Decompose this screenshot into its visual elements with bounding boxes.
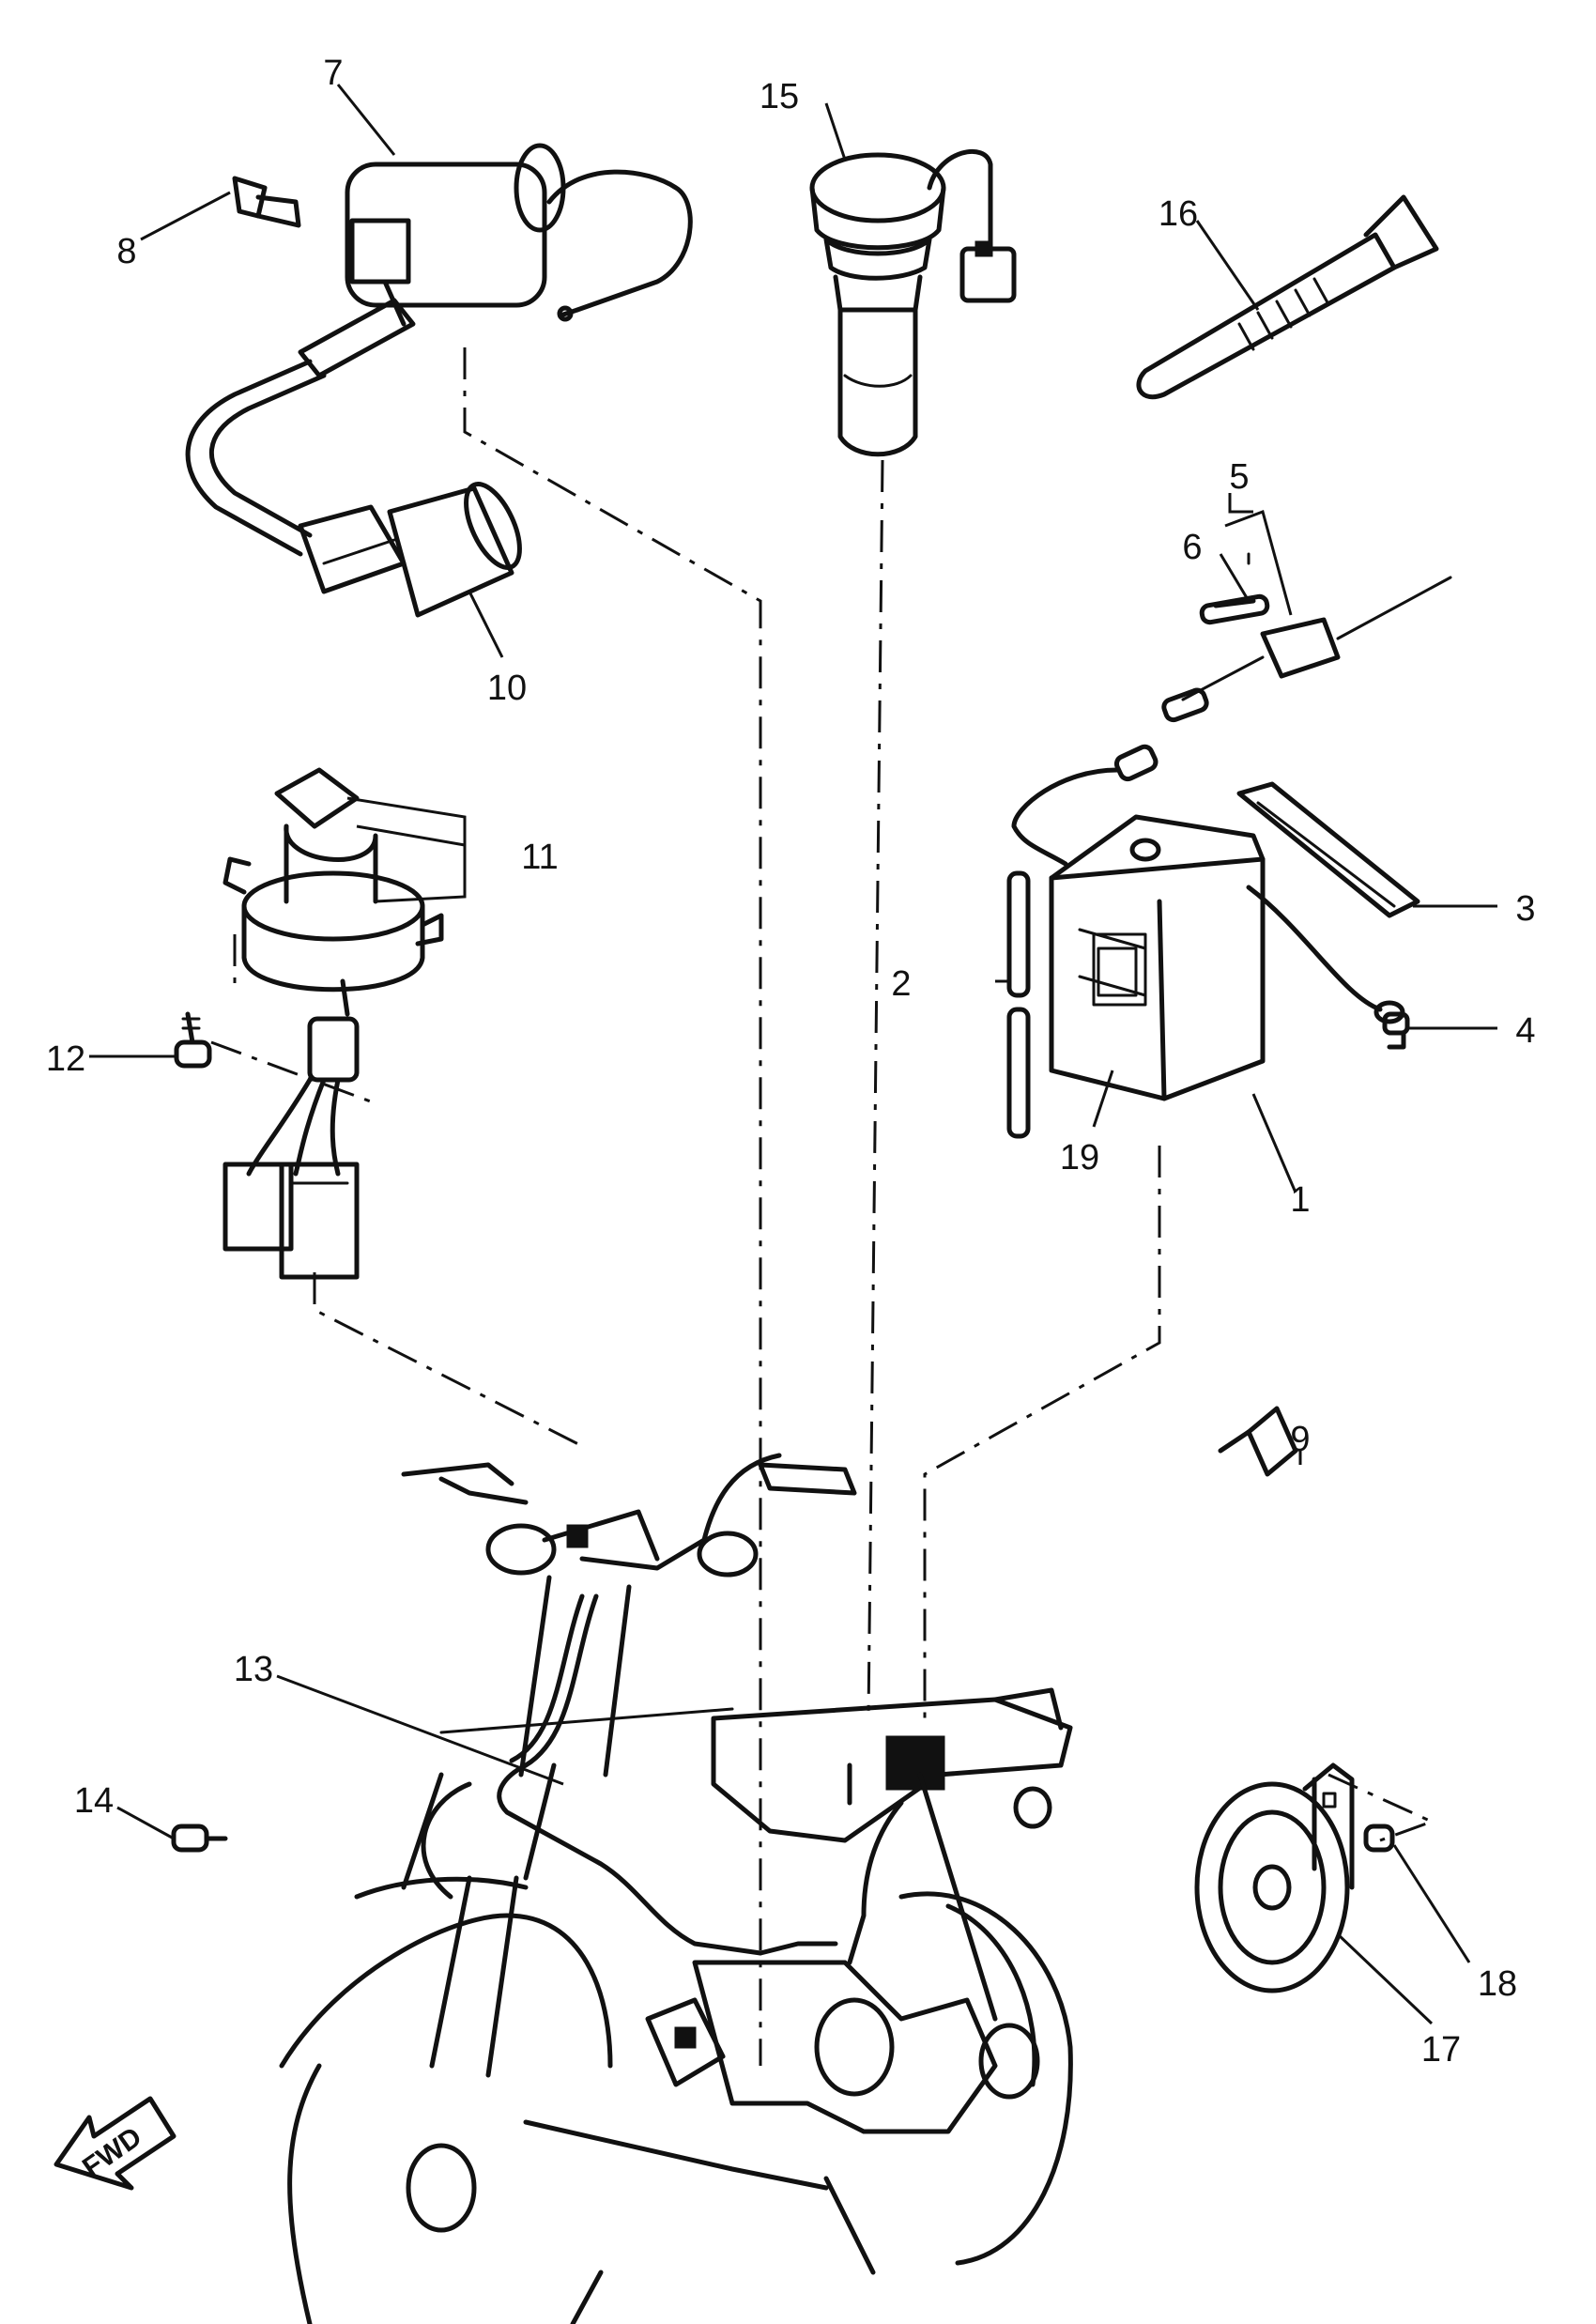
callout-5: 5 [1229,457,1249,497]
callout-11: 11 [521,838,558,877]
callout-4: 4 [1515,1011,1535,1051]
spark-plug-cap[interactable] [298,476,530,618]
motorcycle-frame [279,1453,1073,2324]
battery-band[interactable] [1236,781,1420,918]
wire-harness[interactable] [439,1593,904,1965]
battery[interactable] [1011,744,1405,1101]
callout-numbers: 7 8 15 16 5 6 10 11 12 3 2 4 19 1 9 13 1… [46,54,1536,2070]
flasher-relay[interactable] [1218,1406,1298,1477]
battery-label [1097,947,1138,997]
rubber-cover[interactable] [809,148,1017,457]
coil-bolt[interactable] [232,176,301,228]
callout-2: 2 [891,964,911,1004]
main-switch-screw[interactable] [174,1011,212,1069]
callout-12: 12 [46,1039,85,1079]
callout-10: 10 [487,669,527,708]
callout-7: 7 [323,54,343,93]
horn-screw[interactable] [1363,1824,1395,1853]
callout-1: 1 [1290,1180,1310,1220]
battery-pads[interactable] [1006,870,1031,1139]
callout-17: 17 [1421,2030,1461,2070]
fwd-label: FWD [77,2121,147,2183]
callout-19: 19 [1060,1138,1099,1177]
wire-band[interactable] [1136,194,1439,400]
harness-screw[interactable] [171,1824,228,1853]
callout-15: 15 [760,77,799,116]
forward-direction-arrow: FWD [54,2096,176,2191]
ignition-coil[interactable] [185,143,693,557]
leader-lines [89,84,1497,2025]
callout-16: 16 [1159,194,1198,234]
fuse-holder[interactable] [1161,552,1452,723]
callout-9: 9 [1290,1420,1310,1459]
main-switch[interactable] [223,767,444,1280]
callout-3: 3 [1515,889,1535,929]
callout-14: 14 [74,1781,114,1821]
callout-6: 6 [1182,528,1202,567]
battery-terminal-bolt[interactable] [1382,1011,1410,1050]
fuse[interactable] [1199,593,1270,625]
callout-8: 8 [116,232,136,271]
callout-13: 13 [234,1650,273,1689]
callout-18: 18 [1478,1964,1517,2004]
horn[interactable] [1194,1762,1355,1993]
assembly-guide-lines [210,347,1435,2066]
